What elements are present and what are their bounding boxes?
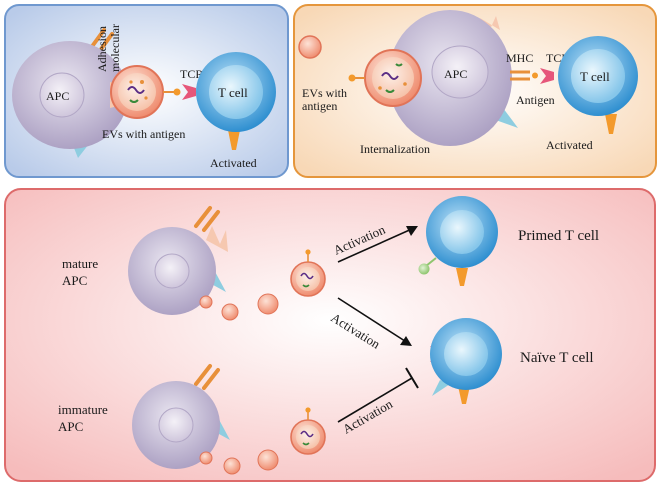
tr-t-cell bbox=[558, 36, 638, 134]
primed-t-cell bbox=[418, 196, 498, 286]
activation-inhibition-lower bbox=[337, 367, 419, 423]
tl-t-cell bbox=[196, 52, 276, 150]
panel-top-left: APC Adhesion molecular EVs with antigen … bbox=[4, 4, 289, 178]
panel-top-right: APC EVs with antigen MHC TCR Antigen bbox=[293, 4, 657, 178]
mature-label-2: APC bbox=[62, 273, 87, 288]
panel-bottom: mature APC immature APC bbox=[4, 188, 656, 482]
tr-tcr-receptor bbox=[540, 68, 554, 84]
bottom-ev-upper bbox=[290, 249, 326, 297]
tl-activated-label: Activated bbox=[210, 156, 257, 170]
released-evs-mature bbox=[199, 293, 279, 321]
tl-adhesion-label: Adhesion bbox=[95, 26, 109, 72]
mhc-molecule bbox=[510, 70, 538, 81]
naive-t-cell bbox=[430, 318, 502, 404]
tr-evs-label-1: EVs with bbox=[302, 86, 347, 100]
tr-apc-cell bbox=[388, 10, 518, 146]
tr-mhc-label: MHC bbox=[506, 51, 533, 65]
tl-evs-label: EVs with antigen bbox=[102, 127, 185, 141]
tl-molecular-label: molecular bbox=[108, 24, 122, 72]
released-evs-immature bbox=[199, 449, 279, 475]
tl-tcr-label: TCR bbox=[180, 67, 203, 81]
internalized-ev bbox=[348, 49, 422, 107]
tr-apc-label: APC bbox=[444, 67, 467, 81]
activation-arrow-upper bbox=[337, 226, 418, 263]
bottom-ev-lower bbox=[290, 407, 326, 455]
tr-activated-label: Activated bbox=[546, 138, 593, 152]
naive-t-cell-label: Naïve T cell bbox=[520, 350, 594, 366]
mature-apc-cell bbox=[128, 206, 228, 315]
internalization-label: Internalization bbox=[360, 142, 430, 156]
tl-apc-label: APC bbox=[46, 89, 69, 103]
tl-t-cell-label: T cell bbox=[218, 85, 248, 100]
free-ev bbox=[298, 35, 322, 59]
ev-with-antigen bbox=[110, 65, 181, 119]
tr-t-cell-label: T cell bbox=[580, 69, 610, 84]
activation-arrow-middle bbox=[337, 297, 412, 346]
tr-antigen-label: Antigen bbox=[516, 93, 555, 107]
primed-t-cell-label: Primed T cell bbox=[518, 228, 599, 244]
immature-label-1: immature bbox=[58, 402, 108, 417]
tr-evs-label-2: antigen bbox=[302, 99, 337, 113]
tl-tcr-receptor bbox=[182, 84, 196, 100]
immature-apc-cell bbox=[132, 364, 230, 469]
immature-label-2: APC bbox=[58, 419, 83, 434]
mature-label-1: mature bbox=[62, 256, 98, 271]
